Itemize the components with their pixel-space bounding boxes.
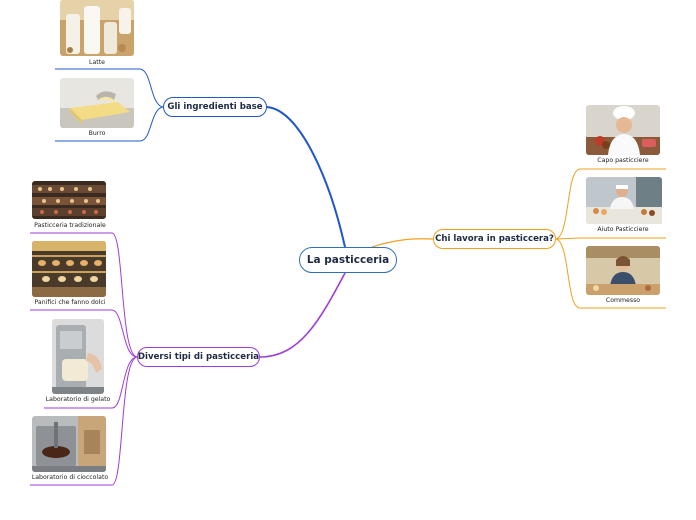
leaf-tradizionale-label: Pasticceria tradizionale [34,222,106,229]
leaf-capo-label: Capo pasticciere [597,157,649,164]
connector-root-workers [371,238,434,248]
chocolate-lab-photo [32,416,106,472]
connector-types-gelato [44,356,138,409]
leaf-latte[interactable]: Latte [55,0,139,69]
leaf-capo[interactable]: Capo pasticciere [580,105,666,169]
branch-types[interactable]: Diversi tipi di pasticceria [137,347,260,367]
connector-root-types [259,272,346,358]
milk-bottles-photo [60,0,134,56]
bakery-shelves-photo [32,241,106,297]
connector-types-cioccolato [30,356,138,486]
leaf-burro-label: Burro [88,130,106,137]
assistant-baker-photo [586,177,662,224]
leaf-gelato[interactable]: Laboratorio di gelato [44,319,112,408]
connector-root-ingredients [266,106,346,248]
root-node[interactable]: La pasticceria [299,247,397,273]
pastry-counter-photo [32,181,106,219]
leaf-latte-label: Latte [89,59,105,66]
leaf-gelato-label: Laboratorio di gelato [45,396,111,403]
leaf-commesso-label: Commesso [605,297,641,304]
leaf-burro[interactable]: Burro [55,78,139,141]
connector-ingredients-latte [55,68,164,108]
connector-types-tradizionale [30,232,138,358]
leaf-panifici[interactable]: Panifici che fanno dolci [30,241,110,310]
leaf-commesso[interactable]: Commesso [580,246,666,308]
connector-workers-aiuto [555,237,666,240]
connector-workers-capo [555,168,666,240]
butter-photo [60,78,134,128]
leaf-cioccolato[interactable]: Laboratorio di cioccolato [30,416,110,485]
leaf-tradizionale[interactable]: Pasticceria tradizionale [30,181,110,233]
leaf-aiuto-label: Aiuto Pasticciere [597,226,649,233]
shop-clerk-photo [586,246,660,295]
leaf-cioccolato-label: Laboratorio di cioccolato [31,474,109,481]
connector-ingredients-burro [55,106,164,142]
gelato-machine-photo [52,319,104,394]
branch-ingredients[interactable]: Gli ingredienti base [163,97,267,117]
chef-photo [586,105,660,155]
branch-workers[interactable]: Chi lavora in pasticcera? [433,229,556,249]
leaf-aiuto[interactable]: Aiuto Pasticciere [580,177,666,238]
leaf-panifici-label: Panifici che fanno dolci [34,299,106,306]
connector-types-panifici [30,309,138,358]
connector-workers-commesso [555,238,666,309]
